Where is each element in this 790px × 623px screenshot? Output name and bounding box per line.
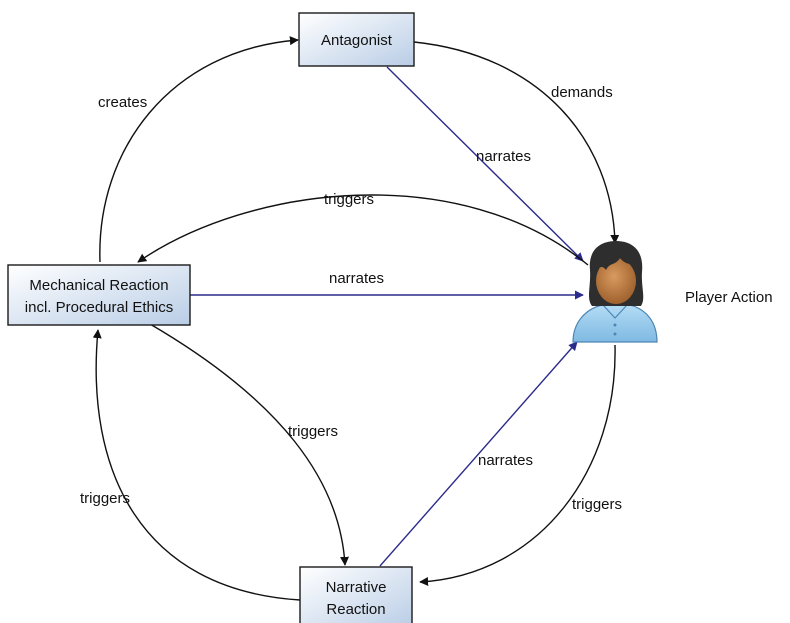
label-player-triggers-narrative: triggers bbox=[572, 496, 622, 513]
node-mechanical-reaction: Mechanical Reaction incl. Procedural Eth… bbox=[7, 264, 191, 326]
label-mechanical-triggers-narrative: triggers bbox=[288, 423, 338, 440]
node-narrative-reaction: Narrative Reaction bbox=[299, 566, 413, 623]
node-player-label: Player Action bbox=[685, 289, 773, 306]
edge-creates bbox=[99, 36, 299, 263]
label-mechanical-narrates: narrates bbox=[329, 270, 384, 287]
edge-narrative-narrates bbox=[379, 341, 578, 567]
label-player-triggers-mechanical: triggers bbox=[324, 191, 374, 208]
label-antagonist-narrates: narrates bbox=[476, 148, 531, 165]
node-mechanical-label-line1: Mechanical Reaction bbox=[29, 277, 168, 294]
edge-player-triggers-mechanical bbox=[137, 194, 589, 266]
node-narrative-box bbox=[299, 566, 413, 623]
edge-demands bbox=[413, 41, 620, 244]
edge-antagonist-narrates bbox=[386, 66, 584, 262]
person-button-2 bbox=[613, 332, 617, 336]
person-icon bbox=[572, 241, 658, 343]
label-creates: creates bbox=[98, 94, 147, 111]
node-narrative-label-line1: Narrative bbox=[326, 579, 387, 596]
node-antagonist: Antagonist bbox=[298, 12, 415, 67]
edge-player-triggers-narrative bbox=[419, 344, 616, 587]
person-collar bbox=[602, 304, 628, 319]
node-mechanical-label-line2: incl. Procedural Ethics bbox=[25, 299, 173, 316]
person-bangs bbox=[594, 246, 639, 272]
node-antagonist-label: Antagonist bbox=[321, 32, 393, 49]
node-mechanical-box bbox=[7, 264, 191, 326]
person-button-1 bbox=[613, 323, 617, 327]
edge-narrative-triggers-mechanical bbox=[92, 329, 301, 601]
label-narrative-narrates: narrates bbox=[478, 452, 533, 469]
node-narrative-label-line2: Reaction bbox=[326, 601, 385, 618]
label-demands: demands bbox=[551, 84, 613, 101]
edge-mechanical-triggers-narrative bbox=[149, 323, 350, 566]
node-antagonist-box bbox=[298, 12, 415, 67]
label-narrative-triggers-mechanical: triggers bbox=[80, 490, 130, 507]
